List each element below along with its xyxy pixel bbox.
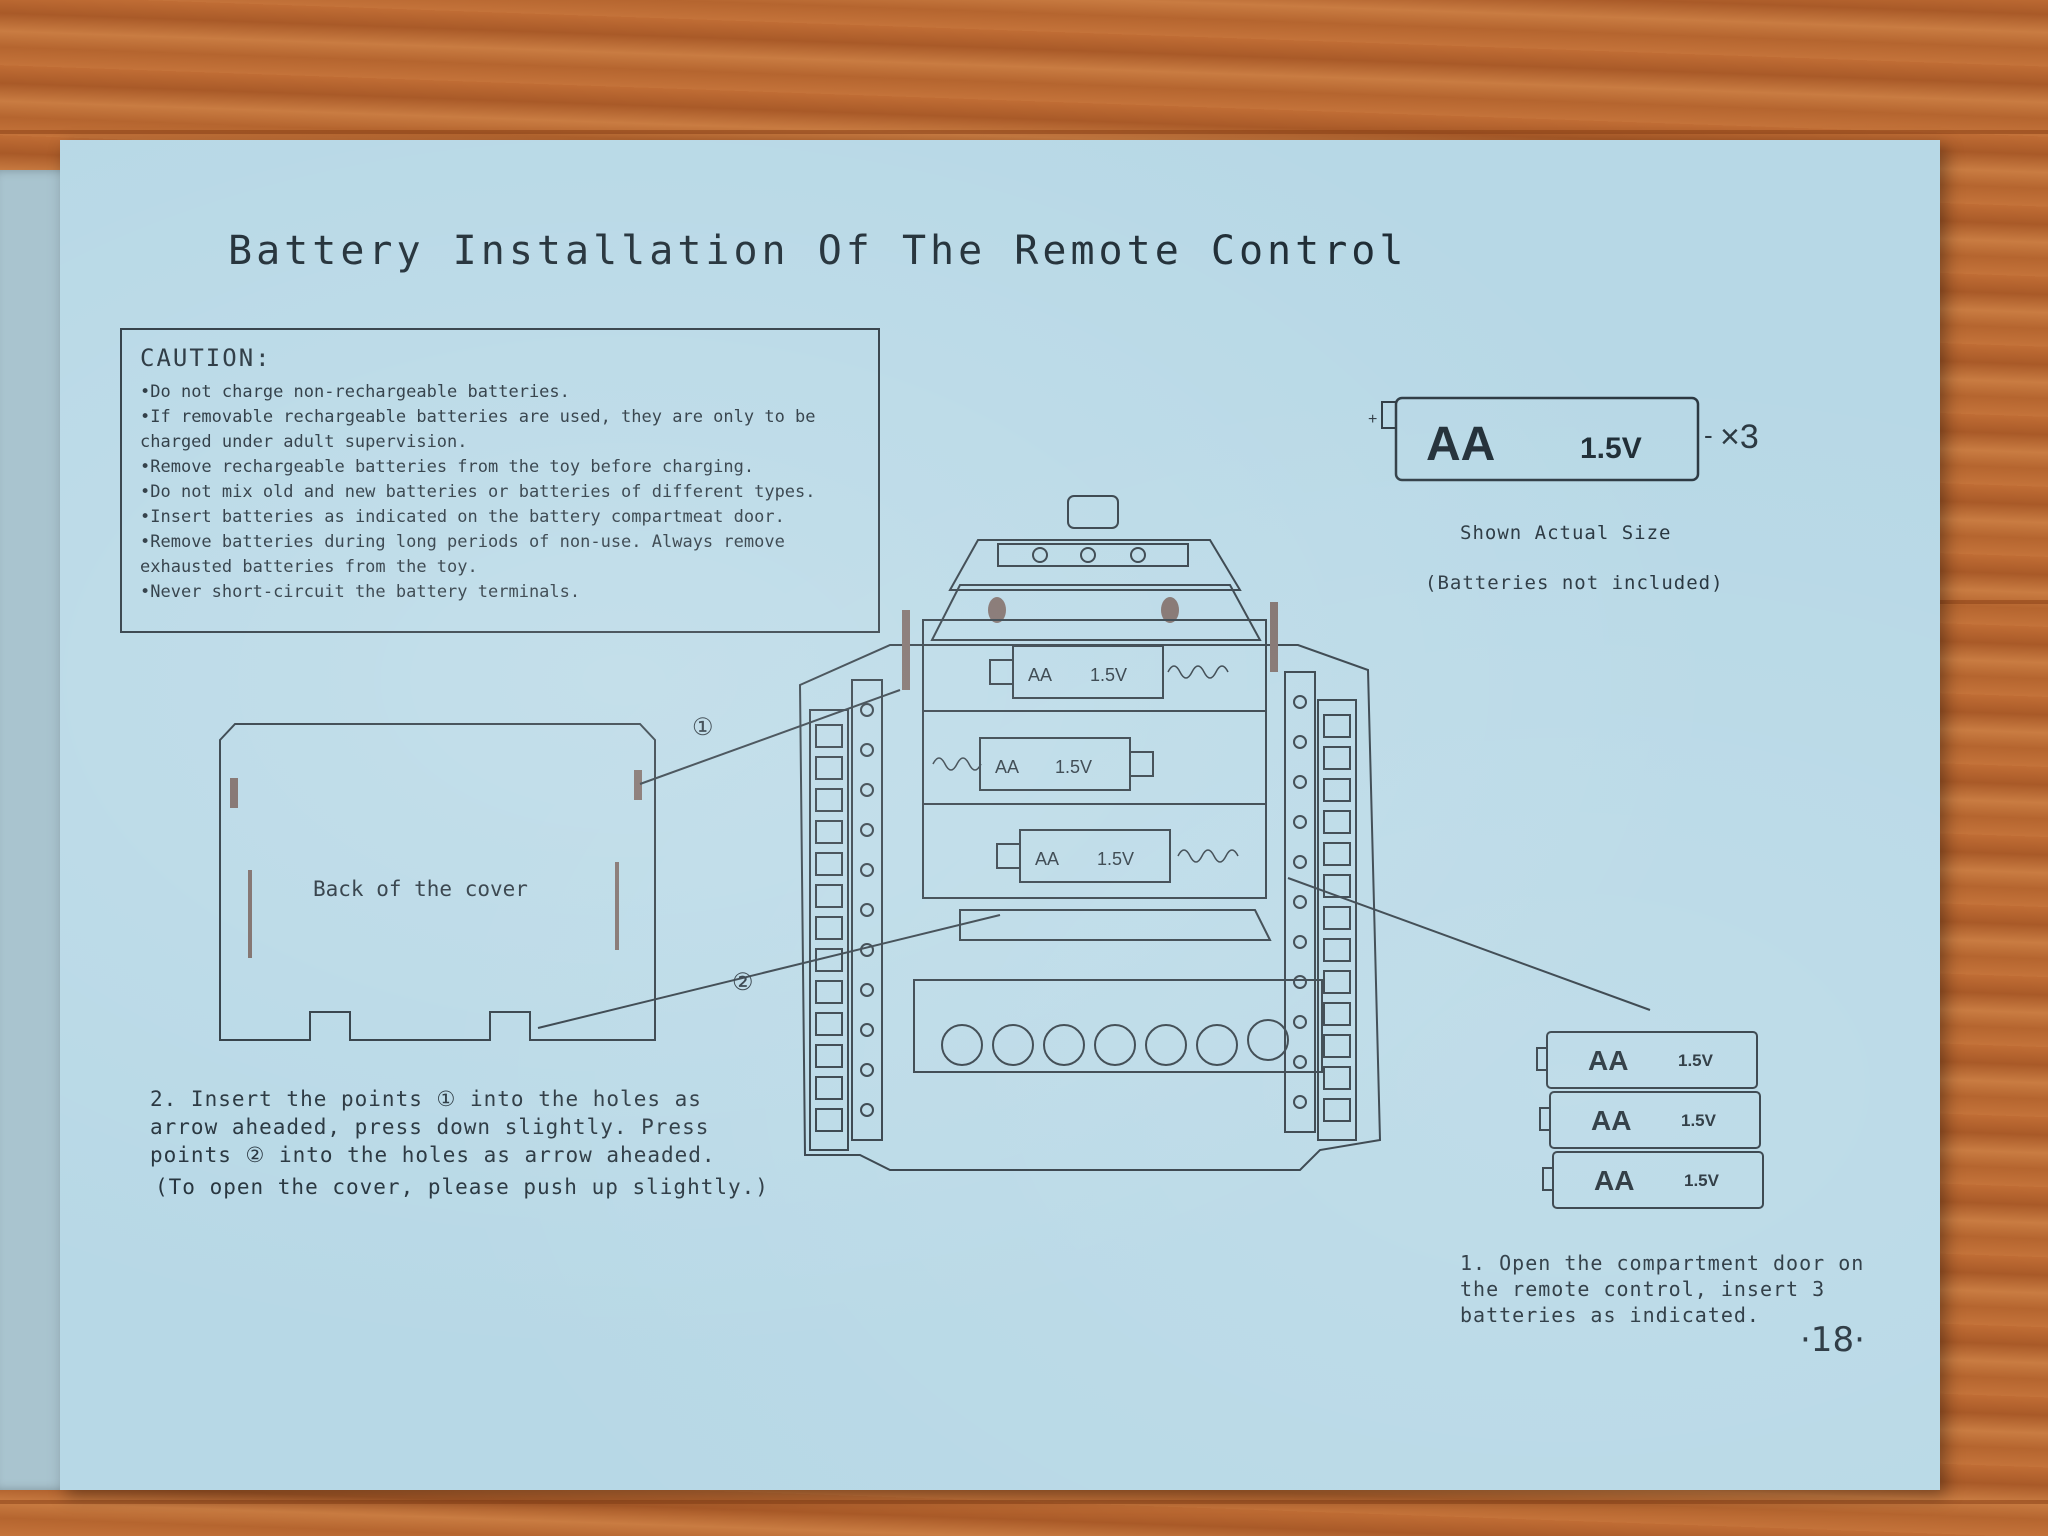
caution-list: Do not charge non-rechargeable batteries… [140, 380, 860, 605]
screw-dot-right [1293, 1095, 1307, 1109]
stack-battery-2-voltage: 1.5V [1681, 1111, 1717, 1130]
side-vent-right [1323, 938, 1351, 962]
screw-dot-left [860, 823, 874, 837]
wood-plank-seam [0, 130, 2048, 134]
shown-actual-size: Shown Actual Size [1460, 522, 1672, 544]
caution-item: Never short-circuit the battery terminal… [140, 580, 860, 605]
step-1-instruction: 1. Open the compartment door on the remo… [1460, 1251, 1865, 1327]
slot-3-voltage: 1.5V [1097, 849, 1134, 869]
cover-label: Back of the cover [313, 877, 528, 901]
caution-box: CAUTION: Do not charge non-rechargeable … [120, 328, 880, 633]
screw-dot-right [1293, 695, 1307, 709]
screw-dot-right [1293, 855, 1307, 869]
side-vent-right [1323, 1034, 1351, 1058]
actual-size-battery: + AA 1.5V - ×3 [1368, 396, 1759, 482]
side-vent-right [1323, 1002, 1351, 1026]
side-vent-left [815, 916, 843, 940]
button-row [913, 979, 1323, 1073]
screw-dot-right [1293, 735, 1307, 749]
screw-dot-right [1293, 1055, 1307, 1069]
screw-dot-left [860, 743, 874, 757]
battery-minus-sign: - [1704, 420, 1713, 450]
battery-quantity: ×3 [1720, 418, 1759, 456]
battery-compartment: AA 1.5V AA 1.5V AA 1.5V [922, 619, 1272, 941]
cover-open-note: (To open the cover, please push up sligh… [155, 1175, 769, 1199]
screw-dot-right [1293, 935, 1307, 949]
screw-dot-left [860, 703, 874, 717]
screw-dot-right [1293, 895, 1307, 909]
cover-back-panel: Back of the cover [219, 723, 656, 1041]
remote-control-body [798, 495, 1382, 1171]
slot-1-voltage: 1.5V [1090, 665, 1127, 685]
screw-dot-left [860, 1023, 874, 1037]
marker-1: ① [692, 714, 714, 741]
battery-plus-sign: + [1368, 411, 1377, 428]
side-vent-left [815, 884, 843, 908]
caution-heading: CAUTION: [140, 344, 272, 372]
side-vent-right [1323, 906, 1351, 930]
wood-plank-seam [0, 1500, 2048, 1504]
side-vent-left [815, 788, 843, 812]
battery-type-label: AA [1426, 418, 1495, 471]
caution-item: If removable rechargeable batteries are … [140, 405, 860, 455]
slot-3-aa: AA [1035, 849, 1059, 869]
screw-dot-right [1293, 815, 1307, 829]
side-vent-right [1323, 970, 1351, 994]
stack-battery-3-type: AA [1594, 1165, 1634, 1196]
side-vent-left [815, 724, 843, 748]
side-vent-right [1323, 714, 1351, 738]
side-vent-left [815, 1108, 843, 1132]
side-vent-right [1323, 1098, 1351, 1122]
stack-battery-1-voltage: 1.5V [1678, 1051, 1714, 1070]
leader-lines: ① ② [537, 689, 1651, 1029]
caution-item: Do not charge non-rechargeable batteries… [140, 380, 860, 405]
screw-dot-left [860, 1103, 874, 1117]
side-vent-right [1323, 1066, 1351, 1090]
stack-battery-1-type: AA [1588, 1045, 1628, 1076]
side-vent-left [815, 980, 843, 1004]
wood-plank-seam [1880, 600, 2048, 604]
stack-battery-2-type: AA [1591, 1105, 1631, 1136]
side-vent-right [1323, 746, 1351, 770]
stack-battery-3-voltage: 1.5V [1684, 1171, 1720, 1190]
screw-dot-left [860, 783, 874, 797]
slot-2-aa: AA [995, 757, 1019, 777]
side-vent-right [1323, 810, 1351, 834]
side-vent-left [815, 852, 843, 876]
marker-2: ② [732, 969, 754, 996]
page-number: ·18· [1800, 1320, 1865, 1360]
caution-item: Do not mix old and new batteries or batt… [140, 480, 860, 505]
caution-item: Insert batteries as indicated on the bat… [140, 505, 860, 530]
side-vent-right [1323, 842, 1351, 866]
screw-dot-right [1293, 975, 1307, 989]
step-2-instruction: 2. Insert the points ① into the holes as… [150, 1087, 716, 1167]
side-vent-left [815, 1044, 843, 1068]
screw-dot-left [860, 903, 874, 917]
screw-dot-right [1293, 1015, 1307, 1029]
caution-item: Remove rechargeable batteries from the t… [140, 455, 860, 480]
battery-stack: AA 1.5V AA 1.5V AA 1.5V [1536, 1031, 1764, 1209]
side-vent-left [815, 1076, 843, 1100]
slot-1-aa: AA [1028, 665, 1052, 685]
side-vent-left [815, 820, 843, 844]
page-title: Battery Installation Of The Remote Contr… [228, 228, 1408, 274]
battery-voltage-label: 1.5V [1580, 432, 1642, 465]
screw-dot-left [860, 1063, 874, 1077]
screw-dot-left [860, 983, 874, 997]
slot-2-voltage: 1.5V [1055, 757, 1092, 777]
side-vent-left [815, 1012, 843, 1036]
screw-dot-left [860, 863, 874, 877]
side-vent-left [815, 948, 843, 972]
manual-page: Battery Installation Of The Remote Contr… [60, 140, 1940, 1490]
screw-dot-right [1293, 775, 1307, 789]
batteries-not-included: (Batteries not included) [1425, 572, 1724, 594]
side-vent-right [1323, 874, 1351, 898]
side-vent-left [815, 756, 843, 780]
caution-item: Remove batteries during long periods of … [140, 530, 860, 580]
screw-dot-left [860, 943, 874, 957]
side-vent-right [1323, 778, 1351, 802]
installation-diagram: + AA 1.5V - ×3 Back of the cover [219, 396, 1764, 1209]
